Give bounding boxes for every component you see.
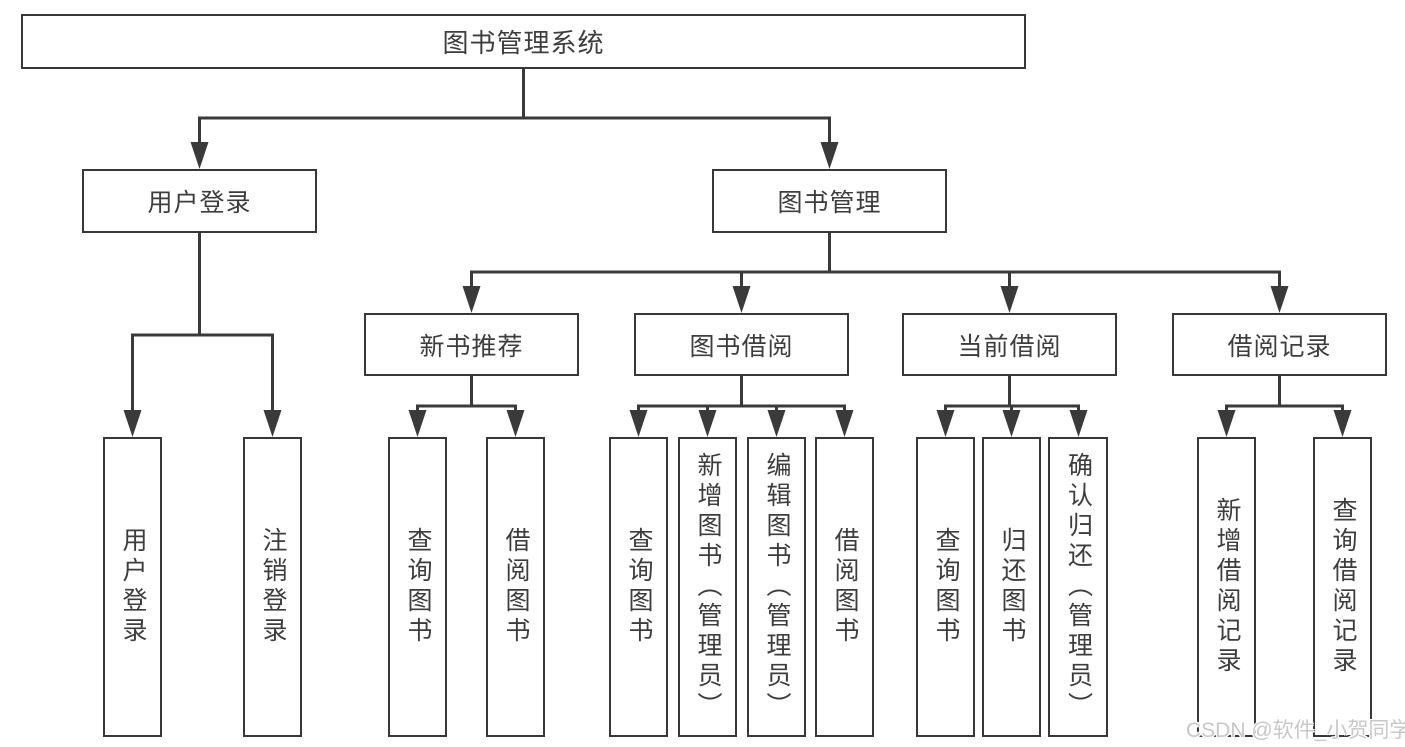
node-label: 图书管理 xyxy=(777,189,882,217)
leaf-query-books-recommend: 查询图书 xyxy=(388,437,447,737)
node-label: 用户登录 xyxy=(119,527,147,647)
node-label: 图书借阅 xyxy=(689,332,794,361)
connector-arrowhead xyxy=(408,410,427,437)
node-label: 新增图书（管理员） xyxy=(694,452,722,722)
leaf-user-login: 用户登录 xyxy=(103,437,162,737)
connector-arrowhead xyxy=(263,410,282,437)
leaf-query-books-current: 查询图书 xyxy=(916,437,975,737)
connector-arrowhead xyxy=(1069,410,1088,437)
node-label: 归还图书 xyxy=(998,527,1026,647)
node-new-book-recommend: 新书推荐 xyxy=(364,313,579,376)
node-label: 借阅图书 xyxy=(831,527,859,647)
node-label: 新增借阅记录 xyxy=(1213,497,1241,677)
node-label: 确认归还（管理员） xyxy=(1064,452,1093,722)
node-label: 借阅图书 xyxy=(502,527,530,647)
node-label: 图书管理系统 xyxy=(442,28,605,58)
node-label: 查询图书 xyxy=(625,527,653,647)
connector-arrowhead xyxy=(1333,410,1352,437)
connector-arrowhead xyxy=(1002,410,1021,437)
connector-arrowhead xyxy=(506,410,525,437)
leaf-logout: 注销登录 xyxy=(243,437,302,737)
leaf-edit-books-admin: 编辑图书（管理员） xyxy=(747,437,806,737)
connector-arrowhead xyxy=(767,410,786,437)
connector-arrowhead xyxy=(732,286,751,313)
node-label: 注销登录 xyxy=(259,527,287,647)
connector-arrowhead xyxy=(123,410,142,437)
node-current-borrow: 当前借阅 xyxy=(902,313,1117,376)
csdn-watermark: CSDN @软件_小贺同学 xyxy=(1186,719,1405,742)
connector-arrowhead xyxy=(936,410,955,437)
connector-arrowhead xyxy=(462,286,481,313)
connector-arrowhead xyxy=(1217,410,1236,437)
node-label: 查询图书 xyxy=(404,527,432,647)
connector-arrowhead xyxy=(1270,286,1289,313)
node-label: 新书推荐 xyxy=(419,332,524,361)
node-label: 当前借阅 xyxy=(957,332,1062,361)
node-user-login-group: 用户登录 xyxy=(82,169,317,233)
connector-arrowhead xyxy=(190,142,209,169)
connector-arrowhead xyxy=(820,142,839,169)
leaf-return-books: 归还图书 xyxy=(982,437,1041,737)
connector-arrowhead xyxy=(835,410,854,437)
leaf-query-borrow-record: 查询借阅记录 xyxy=(1313,437,1372,737)
node-label: 编辑图书（管理员） xyxy=(763,452,791,722)
leaf-borrow-books-recommend: 借阅图书 xyxy=(486,437,545,737)
leaf-borrow-books: 借阅图书 xyxy=(815,437,874,737)
node-library-management-system: 图书管理系统 xyxy=(21,14,1026,69)
node-label: 查询借阅记录 xyxy=(1329,497,1357,677)
node-label: 查询图书 xyxy=(932,527,960,647)
leaf-confirm-return-admin: 确认归还（管理员） xyxy=(1048,437,1108,737)
node-borrow-records: 借阅记录 xyxy=(1172,313,1387,376)
node-book-management-group: 图书管理 xyxy=(712,169,947,233)
connector-arrowhead xyxy=(698,410,717,437)
node-book-borrow: 图书借阅 xyxy=(634,313,849,376)
leaf-add-books-admin: 新增图书（管理员） xyxy=(678,437,737,737)
connector-arrowhead xyxy=(1000,286,1019,313)
node-label: 借阅记录 xyxy=(1227,332,1332,361)
node-label: 用户登录 xyxy=(147,189,252,217)
leaf-query-books-borrow: 查询图书 xyxy=(609,437,668,737)
leaf-add-borrow-record: 新增借阅记录 xyxy=(1197,437,1256,737)
connector-arrowhead xyxy=(629,410,648,437)
